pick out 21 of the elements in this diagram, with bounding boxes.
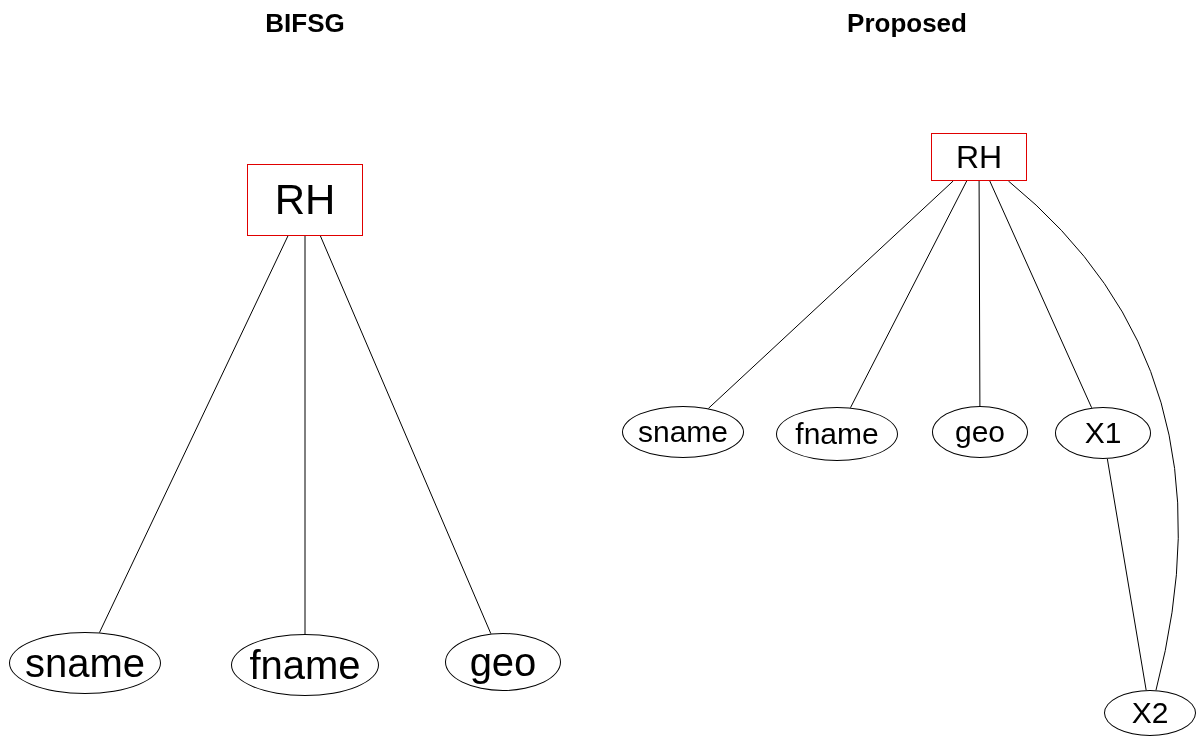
connector-line [989,180,1093,409]
panel-title: Proposed [847,8,967,39]
node-ellipse: X2 [1104,690,1196,736]
connector-line [850,180,968,409]
node-ellipse: geo [932,406,1028,458]
connector-line [319,235,492,635]
connector-line [978,180,981,407]
node-ellipse: X1 [1055,407,1151,459]
connector-line [1106,458,1147,691]
connector-line [1007,180,1179,691]
node-ellipse: sname [622,406,744,458]
node-ellipse: fname [231,634,379,696]
connector-line [707,180,954,409]
node-ellipse: sname [9,632,161,694]
node-ellipse: geo [445,633,561,691]
node-box: RH [931,133,1027,181]
connector-line [304,235,306,635]
node-ellipse: fname [776,407,898,461]
connector-line [98,235,289,634]
panel-title: BIFSG [265,8,345,39]
node-box: RH [247,164,363,236]
